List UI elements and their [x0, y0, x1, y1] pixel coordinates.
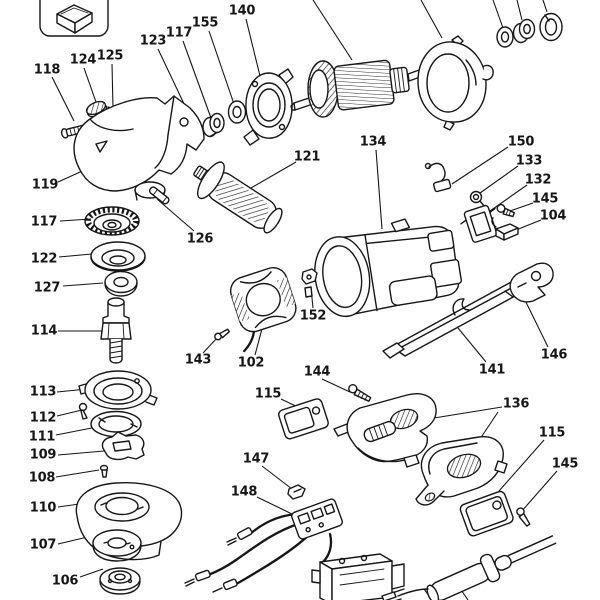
brush-lead-150: [424, 162, 452, 193]
part-label-123: 123: [139, 33, 167, 49]
part-label-132: 132: [524, 172, 552, 188]
spacer-117: [202, 112, 225, 138]
part-label-117-spacer: 117: [165, 25, 193, 41]
clamp-nut-106: [99, 567, 141, 595]
part-label-125: 125: [96, 48, 124, 64]
screw-108: [99, 464, 109, 478]
part-label-119: 119: [31, 177, 59, 193]
retainer-ring-c: [539, 12, 563, 42]
part-label-111: 111: [28, 429, 56, 445]
part-label-115-right: 115: [538, 425, 566, 441]
handle-half-upper-136: [333, 393, 437, 468]
part-label-136: 136: [502, 396, 530, 412]
handle-half-lower-136: [415, 436, 508, 506]
part-label-104: 104: [539, 208, 567, 224]
part-label-146: 146: [540, 347, 568, 363]
part-label-121: 121: [293, 149, 321, 165]
power-cord: [381, 535, 557, 600]
bearing-ring-b: [512, 18, 536, 44]
part-label-155: 155: [191, 15, 219, 31]
pin-126: [148, 186, 170, 205]
screw-145-brush: [496, 203, 516, 218]
part-label-107: 107: [29, 537, 57, 553]
washer-ring-a: [496, 26, 514, 48]
gear-117: [84, 206, 140, 236]
clip-147: [287, 484, 306, 500]
cover-plate-115-right: [459, 490, 514, 537]
bearing-plate-140: [243, 68, 294, 146]
part-label-126: 126: [186, 231, 214, 247]
part-label-127: 127: [33, 280, 61, 296]
lock-lever-146: [509, 262, 554, 303]
part-label-152: 152: [299, 308, 327, 324]
cube-icon: [56, 4, 93, 34]
bearing-155: [227, 100, 247, 124]
cover-plate-115-left: [278, 398, 329, 440]
screw-145-right: [516, 507, 531, 527]
carbon-brush-104: [491, 217, 519, 241]
part-label-134: 134: [359, 134, 387, 150]
spindle-114: [100, 297, 132, 364]
part-label-144: 144: [303, 364, 331, 380]
side-handle-121: [193, 161, 283, 234]
part-label-117-gear: 117: [30, 214, 58, 230]
part-label-147: 147: [242, 451, 270, 467]
part-label-145-right: 145: [551, 456, 579, 472]
part-label-108: 108: [28, 470, 56, 486]
part-label-145-brush: 145: [531, 191, 559, 207]
part-label-114: 114: [30, 323, 58, 339]
flange-122: [90, 241, 146, 272]
screw-144: [348, 384, 372, 402]
part-label-102: 102: [237, 355, 265, 371]
part-label-122: 122: [30, 251, 58, 267]
part-label-140: 140: [228, 3, 256, 19]
wiring-harness-148: [184, 498, 343, 593]
motor-housing-134: [314, 218, 462, 318]
backing-flange-107: [92, 529, 142, 562]
part-label-148: 148: [230, 484, 258, 500]
flange-cover-113: [78, 370, 158, 410]
screw-143: [214, 328, 231, 341]
bearing-127: [104, 270, 138, 297]
part-label-133: 133: [515, 153, 543, 169]
part-label-141: 141: [478, 362, 506, 378]
part-label-109: 109: [29, 447, 57, 463]
part-label-118: 118: [33, 62, 61, 78]
adjust-ring-111: [90, 410, 142, 438]
brush-holder-132: [460, 204, 498, 243]
legend-box: [39, 0, 109, 37]
field-coil-102: [229, 266, 297, 353]
cam-plate-109: [101, 431, 145, 461]
clip-152: [301, 268, 318, 298]
part-label-106: 106: [51, 573, 79, 589]
screw-112: [78, 402, 88, 420]
part-label-115-left: 115: [254, 386, 282, 402]
part-label-150: 150: [507, 134, 535, 150]
part-label-124: 124: [69, 52, 97, 68]
part-label-110: 110: [29, 500, 57, 516]
part-label-113: 113: [29, 384, 57, 400]
fan-baffle: [417, 35, 494, 131]
armature: [290, 59, 440, 118]
part-label-112: 112: [29, 410, 57, 426]
part-label-143: 143: [184, 352, 212, 368]
